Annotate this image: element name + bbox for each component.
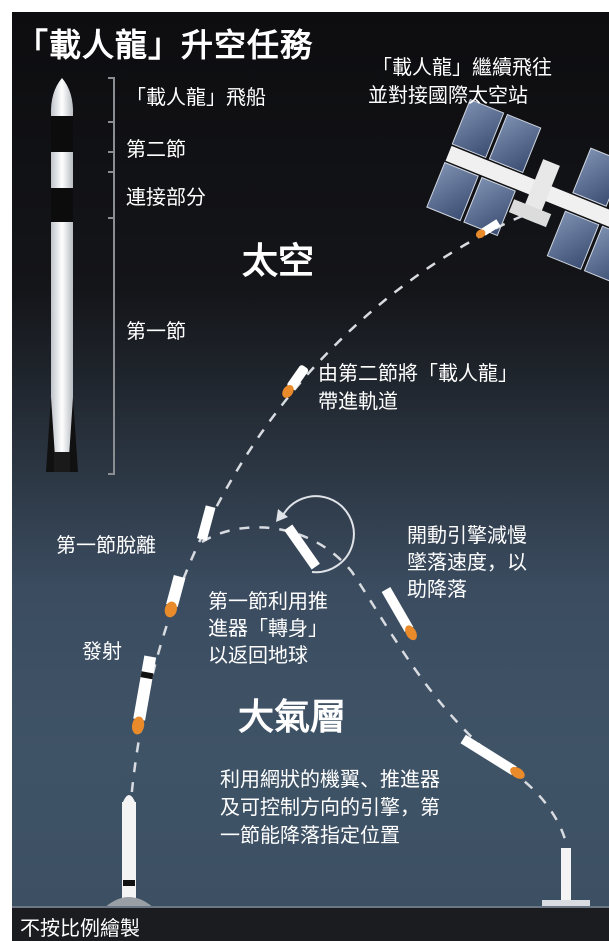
dragon-near-iss <box>475 219 501 239</box>
label-second-stage: 第二節 <box>126 137 186 161</box>
label-burn-line3: 助降落 <box>407 577 467 601</box>
second-stage-body <box>51 152 73 188</box>
label-flip-line3: 以返回地球 <box>208 643 308 667</box>
second-stage-rocket <box>282 365 309 398</box>
landed-stage <box>561 848 571 904</box>
flipping-stage <box>284 524 320 570</box>
launching-rocket <box>131 655 157 735</box>
solar-panel <box>463 176 516 237</box>
label-orbit-line1: 由第二節將「載人龍」 <box>318 361 518 385</box>
solar-panel <box>583 225 609 285</box>
first-stage-body <box>51 222 73 472</box>
label-iss-line2: 並對接國際太空站 <box>368 83 528 107</box>
landing-leg-right <box>68 397 78 472</box>
bracket-dragon <box>108 77 115 153</box>
label-flip-line2: 進器「轉身」 <box>208 616 328 640</box>
solar-panel <box>451 98 505 159</box>
label-space: 太空 <box>242 241 315 282</box>
interstage-body <box>51 188 73 222</box>
label-landing-line2: 及可控制方向的引擎，第 <box>220 795 440 819</box>
ascending-stage <box>164 575 186 618</box>
footer-note: 不按比例繪製 <box>20 916 140 940</box>
trajectory-artwork <box>46 77 609 910</box>
rocket-brackets <box>108 77 115 475</box>
label-launch: 發射 <box>82 639 122 663</box>
label-burn-line2: 墜落速度，以 <box>407 550 527 574</box>
bracket-interstage <box>108 171 115 219</box>
dragon-trunk <box>51 116 73 152</box>
falcon-rocket <box>46 78 78 472</box>
pad-rocket <box>122 802 136 898</box>
engine-section <box>54 452 70 472</box>
pad-rocket-nose <box>123 795 135 802</box>
landing-leg-left <box>46 397 56 472</box>
label-interstage: 連接部分 <box>126 185 206 209</box>
iss <box>426 98 609 285</box>
separating-stage <box>197 505 216 541</box>
label-flip-line1: 第一節利用推 <box>208 589 328 613</box>
landing-burn-stage <box>460 734 525 779</box>
bracket-second-stage <box>108 121 115 173</box>
page-title: 「載人龍」升空任務 <box>16 26 314 64</box>
dragon-capsule <box>50 78 74 116</box>
label-first-stage: 第一節 <box>126 319 186 343</box>
launch-pad <box>102 795 156 910</box>
bracket-first-stage <box>108 217 115 475</box>
reentry-stage <box>381 586 417 641</box>
landing-site <box>542 848 590 906</box>
pad-rocket-band <box>123 880 135 886</box>
flip-arc <box>281 495 355 574</box>
label-atmosphere: 大氣層 <box>238 697 347 738</box>
ascent-trajectory <box>128 210 533 813</box>
label-landing-line1: 利用網狀的機翼、推進器 <box>220 767 440 791</box>
diagram-panel: 「載人龍」升空任務 「載人龍」飛船 第二節 連接部分 第一節 「載人龍」繼續飛往… <box>12 12 609 941</box>
solar-panel <box>426 161 479 222</box>
label-burn-line1: 開動引擎減慢 <box>407 523 527 547</box>
footer-bar: 不按比例繪製 <box>12 906 609 941</box>
label-iss-line1: 「載人龍」繼續飛往 <box>372 55 552 79</box>
solar-panel <box>488 113 542 174</box>
flip-arrow-head <box>276 509 288 522</box>
label-orbit-line2: 帶進軌道 <box>318 389 398 413</box>
landing-zone <box>542 900 590 906</box>
solar-panel <box>572 147 609 207</box>
label-landing-line3: 一節能降落指定位置 <box>220 823 400 847</box>
iss-module <box>508 199 552 228</box>
label-dragon: 「載人龍」飛船 <box>126 85 266 109</box>
solar-panel <box>546 210 600 270</box>
label-separation: 第一節脫離 <box>56 533 156 557</box>
